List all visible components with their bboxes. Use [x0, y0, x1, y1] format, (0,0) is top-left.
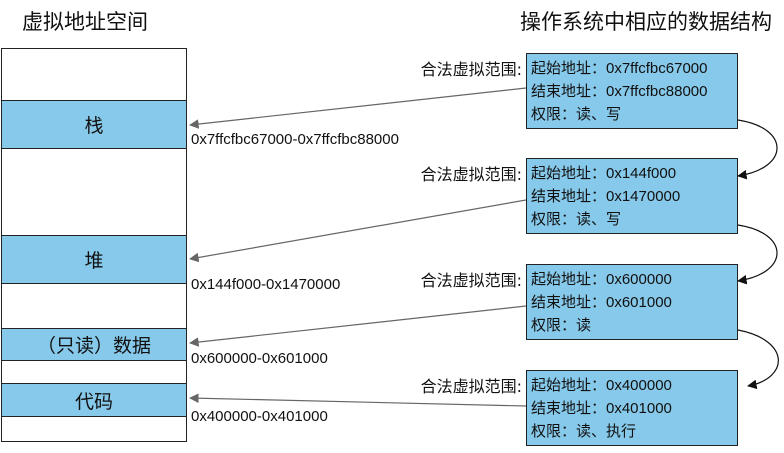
vma-start-address: 起始地址：0x144f000 — [531, 165, 677, 182]
vma-box-code: 起始地址：0x400000 结束地址：0x401000 权限：读、执行 — [526, 370, 738, 446]
vma-permissions: 权限：读 — [531, 317, 592, 334]
segment-code: 代码 — [2, 383, 186, 417]
vma-end-address: 结束地址：0x401000 — [531, 400, 672, 417]
legal-range-label-code: 合法虚拟范围: — [420, 377, 522, 396]
arrow-vma-to-data — [189, 305, 527, 347]
vma-start-address: 起始地址：0x7ffcfbc67000 — [531, 60, 708, 77]
link-stack-to-heap — [737, 119, 778, 180]
segment-readonly-data: （只读）数据 — [2, 328, 186, 361]
link-data-to-code — [737, 329, 779, 390]
vma-permissions: 权限：读、写 — [531, 106, 622, 123]
vma-box-data: 起始地址：0x600000 结束地址：0x601000 权限：读 — [526, 264, 738, 340]
vma-start-address: 起始地址：0x600000 — [531, 271, 672, 288]
vma-permissions: 权限：读、执行 — [531, 423, 637, 440]
legal-range-label-stack: 合法虚拟范围: — [420, 60, 522, 79]
arrow-vma-to-stack — [189, 87, 527, 129]
range-readonly-data: 0x600000-0x601000 — [191, 350, 328, 367]
segment-stack: 栈 — [2, 100, 186, 149]
range-stack: 0x7ffcfbc67000-0x7ffcfbc88000 — [191, 131, 399, 148]
arrow-vma-to-heap — [189, 199, 527, 263]
segment-readonly-data-label: （只读）数据 — [36, 335, 151, 357]
arrow-vma-to-code — [189, 393, 527, 407]
vma-permissions: 权限：读、写 — [531, 211, 622, 228]
legal-range-label-data: 合法虚拟范围: — [420, 271, 522, 290]
range-code: 0x400000-0x401000 — [191, 408, 328, 425]
vma-end-address: 结束地址：0x601000 — [531, 294, 672, 311]
segment-heap: 堆 — [2, 235, 186, 284]
vma-box-heap: 起始地址：0x144f000 结束地址：0x1470000 权限：读、写 — [526, 158, 738, 234]
legal-range-label-heap: 合法虚拟范围: — [420, 165, 522, 184]
virtual-address-space-title: 虚拟地址空间 — [22, 10, 148, 34]
os-data-structures-title: 操作系统中相应的数据结构 — [520, 10, 772, 34]
vma-end-address: 结束地址：0x7ffcfbc88000 — [531, 83, 708, 100]
link-heap-to-data — [737, 224, 778, 285]
segment-stack-label: 栈 — [84, 115, 104, 137]
range-heap: 0x144f000-0x1470000 — [191, 276, 341, 293]
segment-code-label: 代码 — [74, 390, 113, 413]
virtual-address-space: 栈 堆 （只读）数据 代码 — [1, 48, 187, 442]
vma-box-stack: 起始地址：0x7ffcfbc67000 结束地址：0x7ffcfbc88000 … — [526, 53, 738, 129]
vma-start-address: 起始地址：0x400000 — [531, 377, 672, 394]
segment-heap-label: 堆 — [84, 250, 104, 272]
vma-end-address: 结束地址：0x1470000 — [531, 188, 681, 205]
